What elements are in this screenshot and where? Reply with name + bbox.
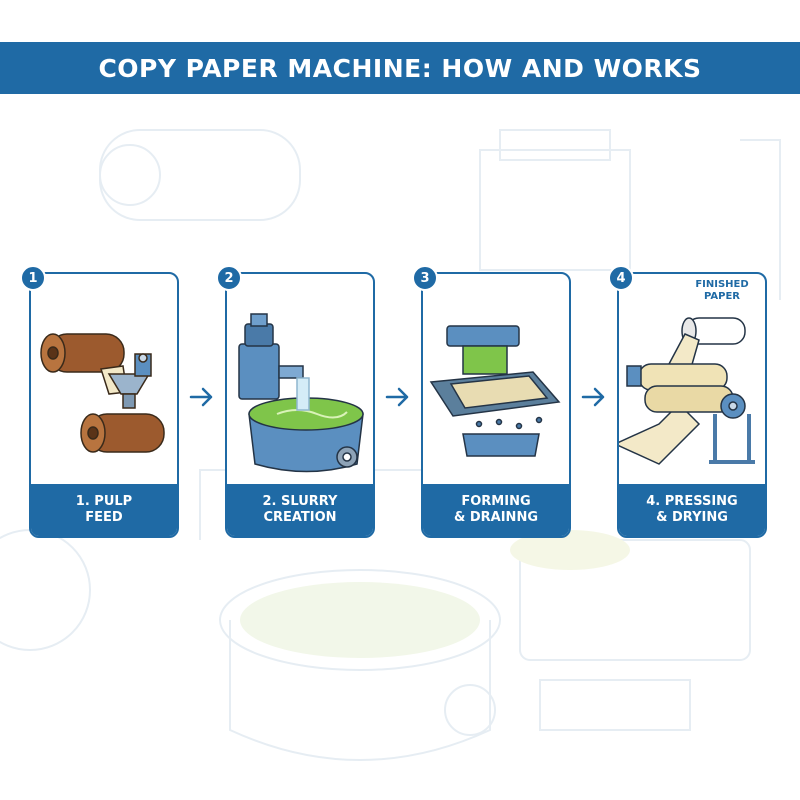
- step-label-line1: 4. PRESSING: [646, 494, 738, 509]
- arrow-right-icon: [385, 387, 409, 407]
- step-label-line1: FORMING: [461, 494, 531, 509]
- step-card-pressing-drying: 4. PRESSING & DRYING: [617, 272, 767, 538]
- step-label: 1. PULP FEED: [31, 484, 177, 536]
- step-label-line1: 1. PULP: [75, 494, 133, 509]
- step-label-line2: CREATION: [263, 510, 337, 525]
- step-card-forming-draining: FORMING & DRAINNG: [421, 272, 571, 538]
- step-label-line1: 2. SLURRY: [262, 494, 338, 509]
- finished-label-line1: FINISHED: [695, 279, 749, 290]
- finished-label-line2: PAPER: [703, 291, 740, 302]
- finished-paper-label: FINISHED PAPER: [687, 279, 757, 303]
- title-banner: COPY PAPER MACHINE: HOW AND WORKS: [0, 42, 800, 94]
- forming-screen-icon: [429, 325, 561, 457]
- step-number-badge: 3: [412, 265, 438, 291]
- step-label-line2: FEED: [85, 510, 123, 525]
- page-title: COPY PAPER MACHINE: HOW AND WORKS: [98, 53, 702, 83]
- step-label: FORMING & DRAINNG: [423, 484, 569, 536]
- step-number-badge: 4: [608, 265, 634, 291]
- slurry-tank-icon: [238, 313, 364, 473]
- arrow-right-icon: [581, 387, 605, 407]
- step-card-pulp-feed: 1. PULP FEED: [29, 272, 179, 538]
- pulp-feed-rolls-icon: [40, 333, 165, 453]
- step-label: 4. PRESSING & DRYING: [619, 484, 765, 536]
- step-label: 2. SLURRY CREATION: [227, 484, 373, 536]
- step-label-line2: & DRAINNG: [454, 510, 538, 525]
- step-number-badge: 2: [216, 265, 242, 291]
- pressing-rollers-icon: [619, 317, 755, 465]
- step-number-badge: 1: [20, 265, 46, 291]
- step-card-slurry-creation: 2. SLURRY CREATION: [225, 272, 375, 538]
- arrow-right-icon: [189, 387, 213, 407]
- step-label-line2: & DRYING: [656, 510, 728, 525]
